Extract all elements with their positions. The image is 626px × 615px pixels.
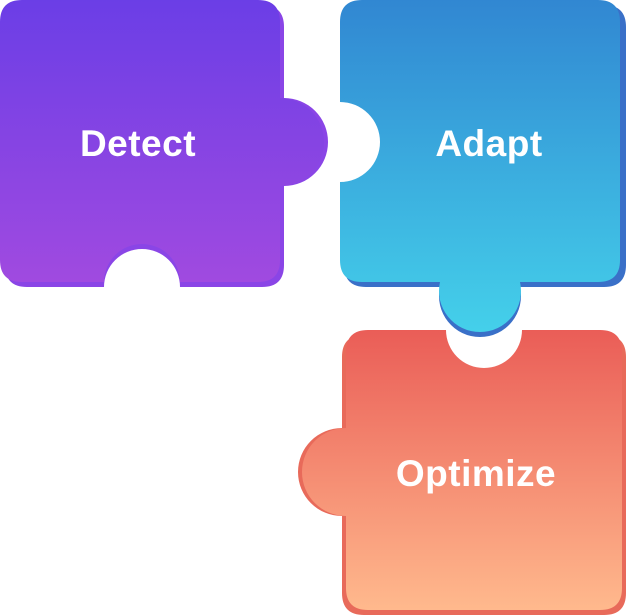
adapt-label: Adapt xyxy=(435,123,542,164)
detect-label: Detect xyxy=(80,123,196,164)
adapt-piece: Adapt xyxy=(340,0,626,337)
optimize-label: Optimize xyxy=(396,453,556,494)
optimize-piece: Optimize xyxy=(298,330,626,615)
detect-piece: Detect xyxy=(0,0,328,287)
